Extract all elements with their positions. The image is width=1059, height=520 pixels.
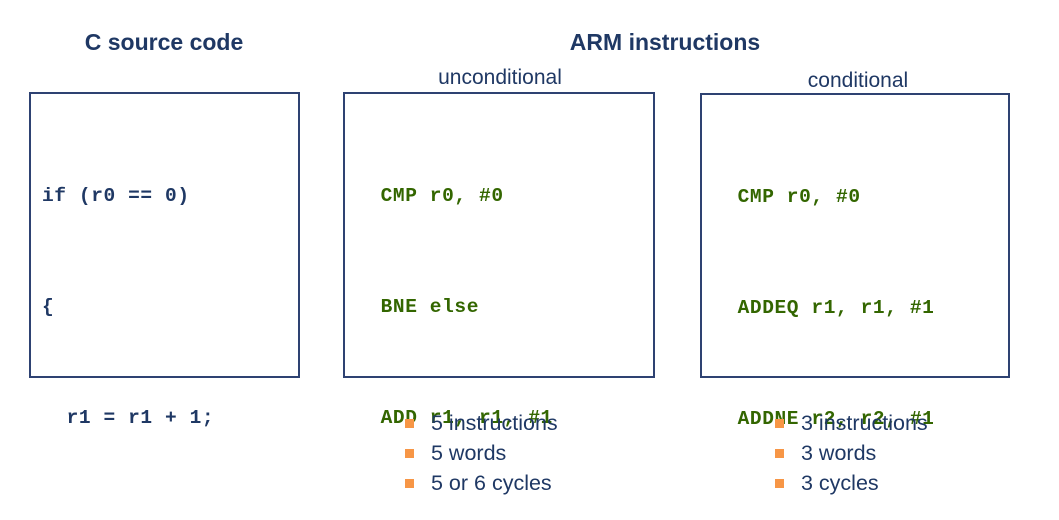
subheading-conditional: conditional bbox=[807, 69, 909, 92]
square-bullet-icon bbox=[775, 479, 784, 488]
subheading-unconditional: unconditional bbox=[438, 66, 562, 89]
square-bullet-icon bbox=[775, 449, 784, 458]
list-item-label: 3 words bbox=[801, 441, 877, 465]
square-bullet-icon bbox=[405, 449, 414, 458]
code-line: CMP r0, #0 bbox=[356, 185, 504, 207]
c-source-code-box: if (r0 == 0) { r1 = r1 + 1; } else { r2 … bbox=[29, 92, 300, 520]
list-item-label: 5 or 6 cycles bbox=[431, 471, 552, 495]
code-line: ... bbox=[713, 512, 1008, 520]
code-line: r1 = r1 + 1; bbox=[42, 407, 215, 429]
list-item-label: 3 instructions bbox=[801, 411, 928, 435]
list-item-label: 5 instructions bbox=[431, 411, 558, 435]
list-item: 3 cycles bbox=[775, 468, 928, 498]
conditional-stats-list: 3 instructions 3 words 3 cycles bbox=[775, 408, 928, 498]
list-item: 3 words bbox=[775, 438, 928, 468]
list-item-label: 5 words bbox=[431, 441, 507, 465]
c-source-code-text: if (r0 == 0) { r1 = r1 + 1; } else { r2 … bbox=[31, 94, 298, 520]
code-line: ADDEQ r1, r1, #1 bbox=[713, 297, 935, 319]
code-line: B end bbox=[356, 511, 653, 520]
code-line: { bbox=[42, 296, 55, 318]
unconditional-stats-list: 5 instructions 5 words 5 or 6 cycles bbox=[405, 408, 558, 498]
list-item: 5 instructions bbox=[405, 408, 558, 438]
heading-arm-instructions: ARM instructions bbox=[569, 29, 761, 55]
list-item: 5 words bbox=[405, 438, 558, 468]
list-item: 3 instructions bbox=[775, 408, 928, 438]
square-bullet-icon bbox=[405, 419, 414, 428]
unconditional-code-text: CMP r0, #0 BNE else ADD r1, r1, #1 B end… bbox=[345, 94, 653, 520]
code-line: BNE else bbox=[356, 296, 480, 318]
list-item-label: 3 cycles bbox=[801, 471, 879, 495]
conditional-code-box: CMP r0, #0 ADDEQ r1, r1, #1 ADDNE r2, r2… bbox=[700, 93, 1010, 520]
heading-c-source-code: C source code bbox=[84, 29, 244, 55]
square-bullet-icon bbox=[775, 419, 784, 428]
square-bullet-icon bbox=[405, 479, 414, 488]
code-line: if (r0 == 0) bbox=[42, 185, 190, 207]
code-line: } bbox=[42, 511, 298, 520]
unconditional-code-box: CMP r0, #0 BNE else ADD r1, r1, #1 B end… bbox=[343, 92, 655, 520]
list-item: 5 or 6 cycles bbox=[405, 468, 558, 498]
code-line: CMP r0, #0 bbox=[713, 186, 861, 208]
